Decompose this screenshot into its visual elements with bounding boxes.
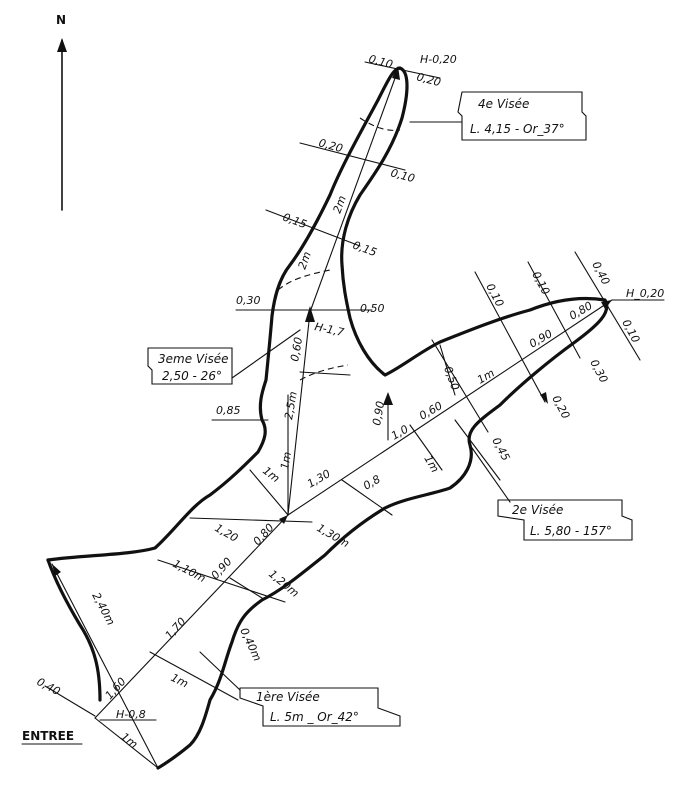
e-090: 0,90 [370, 400, 387, 426]
entrance-label: ENTREE [22, 729, 74, 743]
height-room: H-1,7 [313, 320, 345, 339]
room-060: 0,60 [288, 336, 305, 362]
survey-line-4 [309, 66, 400, 313]
w-entrance-bottom: 1m [118, 730, 140, 751]
sighting-4-detail: L. 4,15 - Or_37° [470, 122, 565, 136]
w-120: 1,20 [213, 521, 241, 545]
e-1m-b: 1m [475, 366, 497, 386]
sighting-2-title: 2e Visée [512, 503, 563, 517]
n-010b: 0,10 [367, 52, 394, 71]
w-110: 1,10m [171, 557, 208, 585]
survey-line-1 [94, 514, 289, 719]
e-045: 0,45 [489, 435, 512, 463]
room-25m: 2,5m [282, 390, 300, 420]
g1-160: 1,60 [103, 675, 129, 702]
n-010a: 0,10 [389, 166, 416, 185]
room-085: 0,85 [216, 404, 241, 417]
room-2m: 2m [296, 250, 314, 271]
sighting-box-4: 4e Visée L. 4,15 - Or_37° [457, 91, 587, 141]
height-east-end: H_0,20 [626, 287, 664, 300]
e-1m: 1m [421, 453, 441, 475]
e-020a: 0,20 [549, 393, 572, 421]
height-north-end: H-0,20 [420, 53, 457, 66]
sighting-3-title: 3eme Visée [158, 352, 228, 366]
g1-080: 0,80 [251, 521, 277, 548]
n-020a: 0,20 [317, 136, 344, 155]
room-030: 0,30 [236, 294, 261, 307]
e-08: 0,8 [361, 473, 383, 493]
e-130: 1,30 [305, 467, 333, 491]
entrance-diag-line [51, 563, 159, 769]
e-080: 0,80 [567, 299, 595, 323]
sighting-1-title: 1ère Visée [256, 690, 320, 704]
sighting-box-3: 3eme Visée 2,50 - 26° [147, 347, 233, 385]
g1-040: 0,40m [237, 626, 264, 663]
north-arrow: N [56, 13, 67, 211]
room-015a: 0,15 [281, 211, 308, 232]
w-entrance-diag: 2,40m [89, 590, 117, 627]
room-015b: 0,15 [351, 239, 378, 260]
e-10: 1,0 [389, 423, 411, 443]
sighting-box-1: 1ère Visée L. 5m _ Or_42° [239, 687, 401, 727]
sighting-3-detail: 2,50 - 26° [162, 369, 222, 383]
g1-1m: 1m [169, 671, 191, 690]
cave-outline-entrance-lip [46, 558, 102, 702]
n-2m: 2m [331, 194, 349, 215]
cave-outline [46, 66, 609, 770]
e-040: 0,40 [589, 259, 612, 287]
w-entrance-left: 0,40 [35, 675, 63, 698]
north-label: N [56, 13, 66, 27]
g1-170: 1,70 [163, 615, 189, 642]
sighting-box-2: 2e Visée L. 5,80 - 157° [497, 499, 633, 541]
sighting-1-detail: L. 5m _ Or_42° [270, 710, 359, 724]
e-050: 0,50 [441, 365, 462, 392]
e-060: 0,60 [417, 399, 445, 423]
room-1m-b: 1m [278, 451, 294, 471]
sighting-4-title: 4e Visée [478, 97, 529, 111]
e-010b: 0,10 [529, 269, 552, 297]
survey-line-3 [287, 306, 315, 516]
height-entrance: H-0,8 [116, 708, 146, 721]
sighting-2-detail: L. 5,80 - 157° [530, 524, 612, 538]
room-050: 0,50 [360, 302, 385, 315]
n-020b: 0,20 [415, 70, 442, 89]
e-010a: 0,10 [483, 281, 506, 309]
e-030: 0,30 [587, 357, 610, 385]
